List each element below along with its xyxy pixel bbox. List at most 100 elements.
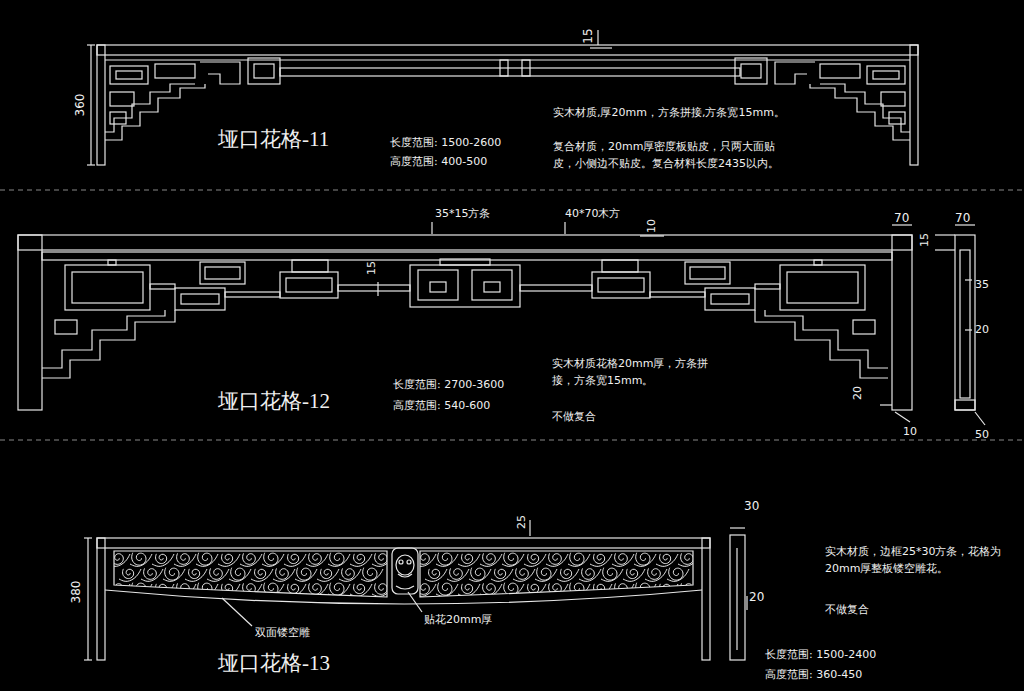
carving-scroll [681, 553, 694, 564]
dimension-label: 长度范围: 1500-2400 [765, 646, 876, 663]
carving-scroll [462, 584, 473, 594]
carving-scroll [660, 584, 671, 594]
carving-leaf [119, 569, 141, 581]
carving-scroll [354, 584, 365, 594]
carving-leaf [108, 584, 130, 596]
carving-leaf [174, 554, 196, 566]
carving-leaf [306, 554, 328, 566]
dimension-label: 不做复合 [552, 408, 596, 425]
carving-scroll [156, 584, 167, 594]
carving-scroll [288, 584, 299, 594]
dimension-label: 不做复合 [825, 601, 869, 618]
dimension-label: 20 [749, 588, 764, 607]
carving-leaf [513, 569, 535, 581]
carving-scroll [156, 554, 167, 564]
carving-leaf [240, 584, 262, 596]
carving-scroll [636, 583, 650, 595]
carving-leaf [634, 584, 656, 596]
carving-scroll [165, 568, 179, 580]
carving-scroll [342, 568, 355, 579]
carving-scroll [504, 553, 518, 565]
carving-scroll [549, 553, 562, 564]
spec-note: 实木材质花格20mm厚，方条拼接，方条宽15mm。 [552, 355, 712, 389]
spec-note: 复合材质，20mm厚密度板贴皮，只两大面贴皮，小侧边不贴皮。复合材料长度2435… [553, 138, 793, 172]
carving-scroll [438, 553, 452, 565]
carving-leaf [524, 554, 546, 566]
dimension-label: 35 [975, 276, 989, 293]
dimension-label: 30 [744, 497, 759, 516]
carving-scroll [132, 553, 146, 565]
dimension-label: 15 [916, 233, 933, 247]
carving-leaf [502, 584, 524, 596]
carving-scroll [669, 568, 683, 580]
carving-scroll [528, 584, 539, 594]
carving-leaf [306, 584, 328, 596]
spec-note: 实木材质,厚20mm，方条拼接,方条宽15mm。 [553, 104, 823, 121]
dimension-label: 20 [975, 321, 989, 338]
carving-leaf [339, 569, 361, 581]
carving-leaf [568, 584, 590, 596]
carving-scroll [615, 583, 628, 594]
carving-leaf [469, 569, 491, 581]
carving-scroll [354, 554, 365, 564]
carving-leaf [656, 584, 678, 596]
carving-scroll [438, 583, 452, 595]
carving-leaf [546, 554, 568, 566]
drawing-title: 垭口花格-13 [218, 652, 330, 675]
carving-leaf [207, 569, 229, 581]
dimension-label: 40*70木方 [565, 205, 621, 222]
carving-leaf [218, 584, 240, 596]
carving-leaf [284, 584, 306, 596]
carving-scroll [297, 568, 311, 580]
carving-scroll [243, 553, 256, 564]
dimension-label: 10 [643, 219, 660, 233]
carving-scroll [264, 553, 278, 565]
carving-scroll [222, 554, 233, 564]
carving-leaf [262, 554, 284, 566]
carving-scroll [636, 553, 650, 565]
carving-scroll [516, 568, 529, 579]
carving-scroll [570, 583, 584, 595]
carving-scroll [111, 553, 124, 564]
carving-leaf [108, 554, 130, 566]
carving-leaf [535, 569, 557, 581]
dimension-label: 50 [975, 426, 989, 443]
carving-scroll [309, 583, 322, 594]
carving-leaf [480, 584, 502, 596]
carving-leaf [163, 569, 185, 581]
carving-scroll [144, 568, 157, 579]
dimension-label: 长度范围: 2700-3600 [393, 376, 504, 393]
carving-scroll [177, 583, 190, 594]
carving-leaf [295, 569, 317, 581]
carving-scroll [189, 569, 200, 579]
carving-leaf [196, 584, 218, 596]
carving-leaf [141, 569, 163, 581]
carving-scroll [375, 553, 388, 564]
carving-scroll [528, 554, 539, 564]
carving-leaf [436, 554, 458, 566]
dimension-label: 70 [955, 209, 970, 228]
carving-scroll [330, 553, 344, 565]
carving-leaf [447, 569, 469, 581]
carving-scroll [243, 583, 256, 594]
carving-leaf [152, 584, 174, 596]
carving-leaf [130, 554, 152, 566]
carving-leaf [414, 554, 436, 566]
carving-scroll [570, 553, 584, 565]
carving-scroll [483, 553, 496, 564]
carving-leaf [240, 554, 262, 566]
carving-scroll [375, 583, 388, 594]
carving-leaf [601, 569, 623, 581]
carving-leaf [229, 569, 251, 581]
carving-leaf [350, 554, 372, 566]
carving-leaf [667, 569, 689, 581]
dimension-label: 25 [513, 515, 530, 529]
carving-leaf [579, 569, 601, 581]
carving-leaf [196, 554, 218, 566]
carving-leaf [436, 584, 458, 596]
dimension-label: 长度范围: 1500-2600 [390, 134, 501, 151]
carving-scroll [210, 568, 223, 579]
carving-leaf [590, 584, 612, 596]
